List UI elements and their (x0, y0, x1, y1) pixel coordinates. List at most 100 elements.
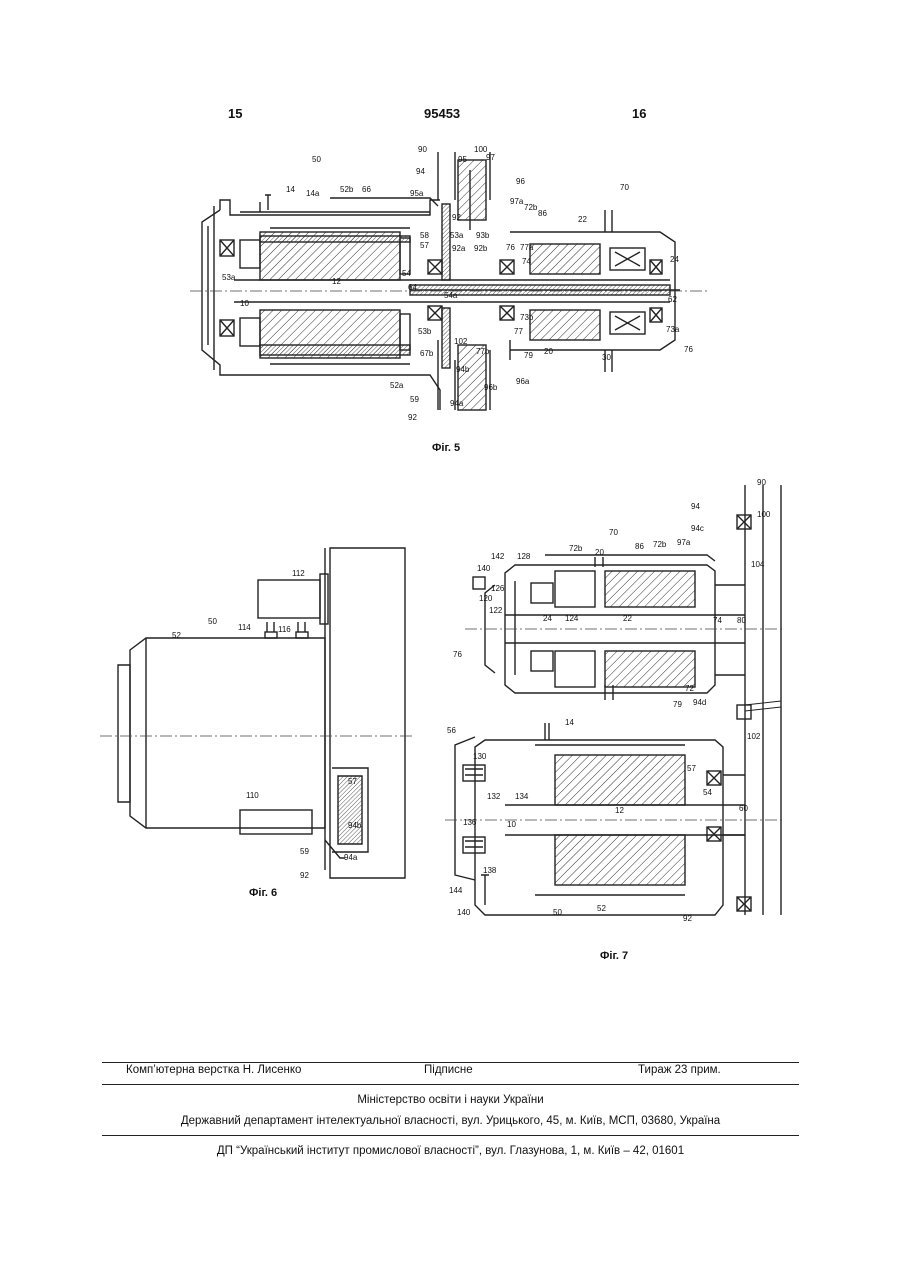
svg-text:50: 50 (312, 155, 321, 164)
figure-7-caption: Фіг. 7 (600, 950, 628, 962)
svg-text:92b: 92b (474, 244, 488, 253)
svg-text:114: 114 (238, 623, 251, 632)
svg-text:12: 12 (615, 806, 624, 815)
svg-text:95a: 95a (410, 189, 424, 198)
svg-text:67b: 67b (420, 349, 434, 358)
svg-text:94: 94 (691, 502, 700, 511)
svg-text:54: 54 (402, 269, 411, 278)
footer-circulation: Тираж 23 прим. (638, 1064, 721, 1076)
svg-text:97: 97 (486, 153, 495, 162)
svg-text:76: 76 (684, 345, 693, 354)
patent-number: 95453 (424, 106, 460, 121)
svg-text:90: 90 (757, 478, 766, 487)
page-number-left: 15 (228, 106, 242, 121)
svg-text:128: 128 (517, 552, 531, 561)
svg-text:72: 72 (685, 684, 694, 693)
svg-text:96a: 96a (516, 377, 530, 386)
svg-text:86: 86 (635, 542, 644, 551)
footer-rule-middle (102, 1084, 799, 1085)
svg-text:100: 100 (757, 510, 771, 519)
svg-text:59: 59 (410, 395, 419, 404)
svg-text:80: 80 (737, 616, 746, 625)
svg-text:70: 70 (620, 183, 629, 192)
svg-text:10: 10 (240, 299, 249, 308)
svg-text:79: 79 (673, 700, 682, 709)
svg-text:56: 56 (447, 726, 456, 735)
svg-text:94c: 94c (691, 524, 704, 533)
svg-text:102: 102 (454, 337, 468, 346)
svg-text:104: 104 (751, 560, 765, 569)
svg-text:20: 20 (544, 347, 553, 356)
svg-text:24: 24 (543, 614, 552, 623)
svg-text:74: 74 (522, 257, 531, 266)
svg-text:10: 10 (507, 820, 516, 829)
svg-text:57: 57 (687, 764, 696, 773)
figure-5-caption: Фіг. 5 (432, 442, 460, 454)
svg-text:30: 30 (602, 353, 611, 362)
svg-text:96b: 96b (484, 383, 498, 392)
svg-text:120: 120 (479, 594, 493, 603)
svg-text:22: 22 (578, 215, 587, 224)
svg-text:72b: 72b (569, 544, 583, 553)
svg-text:132: 132 (487, 792, 501, 801)
svg-text:138: 138 (483, 866, 497, 875)
svg-text:94d: 94d (693, 698, 706, 707)
figure-6-drawing: 1125052 114116110 5794b59 94a92 (100, 540, 420, 890)
svg-text:94: 94 (416, 167, 425, 176)
svg-text:53a: 53a (450, 231, 464, 240)
svg-text:53a: 53a (222, 273, 236, 282)
svg-text:102: 102 (747, 732, 761, 741)
svg-text:140: 140 (457, 908, 471, 917)
svg-text:66: 66 (362, 185, 371, 194)
svg-text:77b: 77b (476, 347, 490, 356)
svg-text:92: 92 (408, 413, 417, 422)
svg-text:54a: 54a (444, 291, 458, 300)
svg-text:60: 60 (739, 804, 748, 813)
svg-text:130: 130 (473, 752, 487, 761)
figure-7-drawing: 9094100 94c97a72b 8672b70 20142128 14012… (445, 475, 795, 930)
svg-text:112: 112 (292, 569, 305, 578)
svg-text:77: 77 (514, 327, 523, 336)
svg-text:97a: 97a (677, 538, 691, 547)
svg-text:86: 86 (538, 209, 547, 218)
svg-text:73b: 73b (520, 313, 534, 322)
svg-text:20: 20 (595, 548, 604, 557)
svg-text:52: 52 (172, 631, 181, 640)
svg-text:57: 57 (420, 241, 429, 250)
svg-text:122: 122 (489, 606, 503, 615)
svg-text:52: 52 (597, 904, 606, 913)
svg-text:136: 136 (463, 818, 477, 827)
svg-text:52b: 52b (340, 185, 354, 194)
footer-rule-top (102, 1062, 799, 1063)
svg-text:79: 79 (524, 351, 533, 360)
svg-text:96: 96 (516, 177, 525, 186)
svg-text:77a: 77a (520, 243, 534, 252)
svg-text:92: 92 (300, 871, 309, 880)
svg-text:97a: 97a (510, 197, 524, 206)
svg-text:94a: 94a (344, 853, 358, 862)
svg-text:12: 12 (332, 277, 341, 286)
svg-text:24: 24 (670, 255, 679, 264)
svg-text:14a: 14a (306, 189, 320, 198)
footer-signed: Підписне (424, 1064, 473, 1076)
svg-text:144: 144 (449, 886, 463, 895)
svg-text:76: 76 (453, 650, 462, 659)
svg-text:53b: 53b (418, 327, 432, 336)
svg-text:93b: 93b (476, 231, 490, 240)
svg-text:22: 22 (623, 614, 632, 623)
svg-text:73a: 73a (666, 325, 680, 334)
footer-department: Державний департамент інтелектуальної вл… (0, 1115, 901, 1127)
svg-text:94b: 94b (348, 821, 362, 830)
svg-text:140: 140 (477, 564, 491, 573)
svg-text:59: 59 (300, 847, 309, 856)
footer-typesetter: Комп’ютерна верстка Н. Лисенко (126, 1064, 301, 1076)
svg-text:126: 126 (491, 584, 505, 593)
svg-text:74: 74 (713, 616, 722, 625)
svg-text:64: 64 (408, 283, 417, 292)
svg-text:50: 50 (553, 908, 562, 917)
svg-text:52a: 52a (390, 381, 404, 390)
svg-text:92a: 92a (452, 244, 466, 253)
svg-text:94a: 94a (450, 399, 464, 408)
svg-text:62: 62 (668, 295, 677, 304)
svg-text:116: 116 (278, 625, 291, 634)
